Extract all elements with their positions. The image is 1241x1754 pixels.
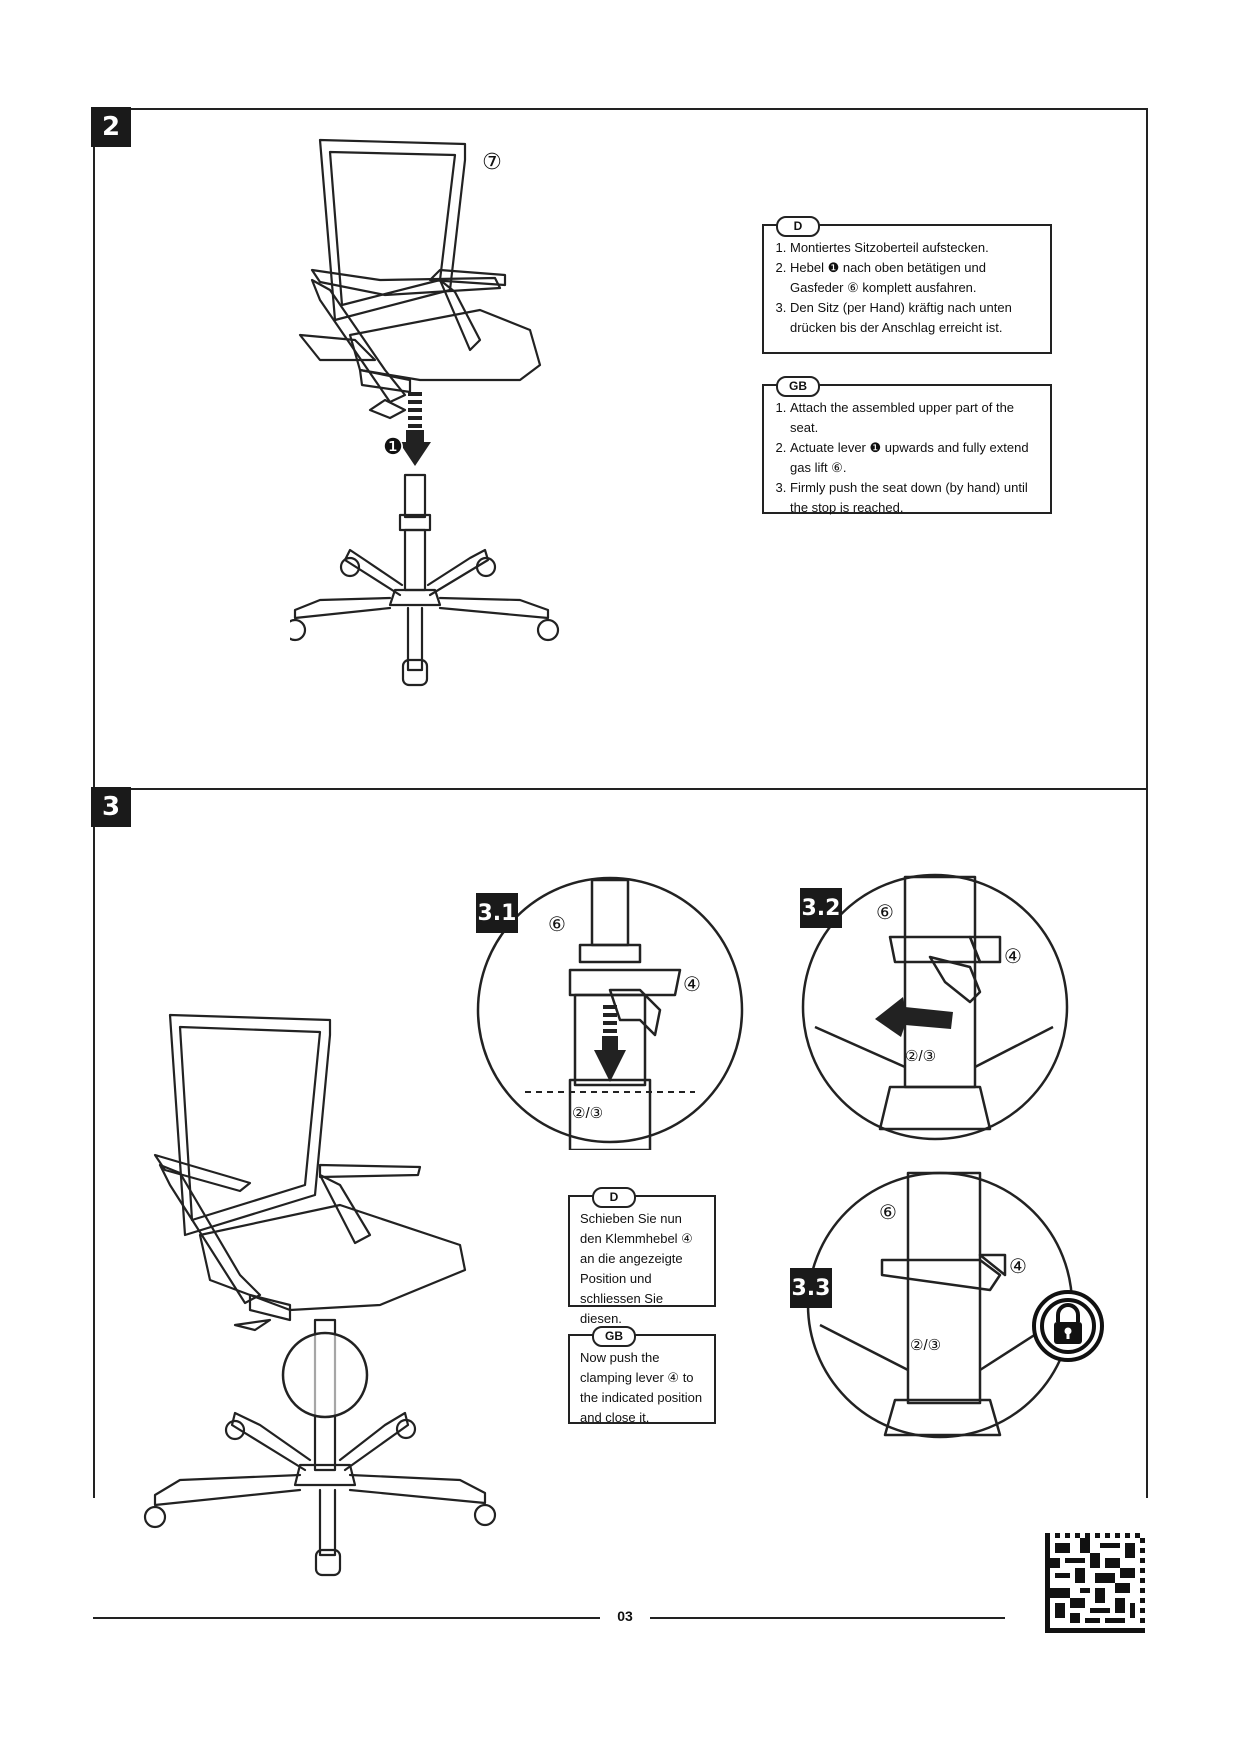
part-label-7: ⑦ xyxy=(482,149,502,174)
instruction-text: Schieben Sie nun den Klemmhebel ④ an die… xyxy=(580,1211,693,1326)
data-matrix-code xyxy=(1045,1533,1145,1633)
detail-3-2-label-2-3: ②/③ xyxy=(905,1048,937,1065)
instruction-item: Den Sitz (per Hand) kräftig nach unten d… xyxy=(790,298,1038,338)
step-3-badge: 3 xyxy=(91,787,131,827)
detail-3-2-label-6: ⑥ xyxy=(875,901,895,924)
step-3-instructions-gb: GB Now push the clamping lever ④ to the … xyxy=(568,1326,716,1425)
detail-3-1-circle xyxy=(476,876,744,1150)
language-tab-gb: GB xyxy=(592,1326,636,1347)
detail-3-3-label-2-3: ②/③ xyxy=(910,1337,942,1354)
instruction-list: Montiertes Sitzoberteil aufstecken. Hebe… xyxy=(776,238,1038,338)
detail-3-1-label-2-3: ②/③ xyxy=(572,1105,604,1122)
footer-line-left xyxy=(93,1617,600,1619)
step-2-chair-illustration xyxy=(290,138,560,687)
step-3-chair-illustration xyxy=(143,1013,497,1577)
instruction-item: Actuate lever ❶ upwards and fully extend… xyxy=(790,438,1038,478)
step-3-instructions-de: D Schieben Sie nun den Klemmhebel ④ an d… xyxy=(568,1187,716,1326)
language-tab-gb: GB xyxy=(776,376,820,397)
page-number: 03 xyxy=(617,1608,633,1624)
step-2-instructions-gb: GB Attach the assembled upper part of th… xyxy=(762,376,1052,515)
detail-3-2-badge: 3.2 xyxy=(800,888,842,928)
language-tab-d: D xyxy=(592,1187,636,1208)
detail-3-3-badge: 3.3 xyxy=(790,1268,832,1308)
instruction-item: Montiertes Sitzoberteil aufstecken. xyxy=(790,238,1038,258)
detail-3-1-label-6: ⑥ xyxy=(547,913,567,936)
instruction-text: Now push the clamping lever ④ to the ind… xyxy=(580,1350,703,1425)
instruction-list: Attach the assembled upper part of the s… xyxy=(776,398,1038,518)
step-2-badge: 2 xyxy=(91,107,131,147)
detail-3-3-label-6: ⑥ xyxy=(878,1201,898,1224)
detail-3-3-label-4: ④ xyxy=(1008,1255,1028,1278)
language-tab-d: D xyxy=(776,216,820,237)
lock-icon xyxy=(1032,1290,1104,1362)
detail-3-2-label-4: ④ xyxy=(1003,945,1023,968)
step-2-instructions-de: D Montiertes Sitzoberteil aufstecken. He… xyxy=(762,216,1052,354)
detail-3-1-badge: 3.1 xyxy=(476,893,518,933)
footer-line-right xyxy=(650,1617,1005,1619)
instruction-item: Firmly push the seat down (by hand) unti… xyxy=(790,478,1038,518)
instruction-item: Attach the assembled upper part of the s… xyxy=(790,398,1038,438)
instruction-item: Hebel ❶ nach oben betätigen und Gasfeder… xyxy=(790,258,1038,298)
detail-3-2-circle xyxy=(801,873,1069,1141)
lever-label-1: ❶ xyxy=(383,434,403,459)
detail-3-1-label-4: ④ xyxy=(682,973,702,996)
